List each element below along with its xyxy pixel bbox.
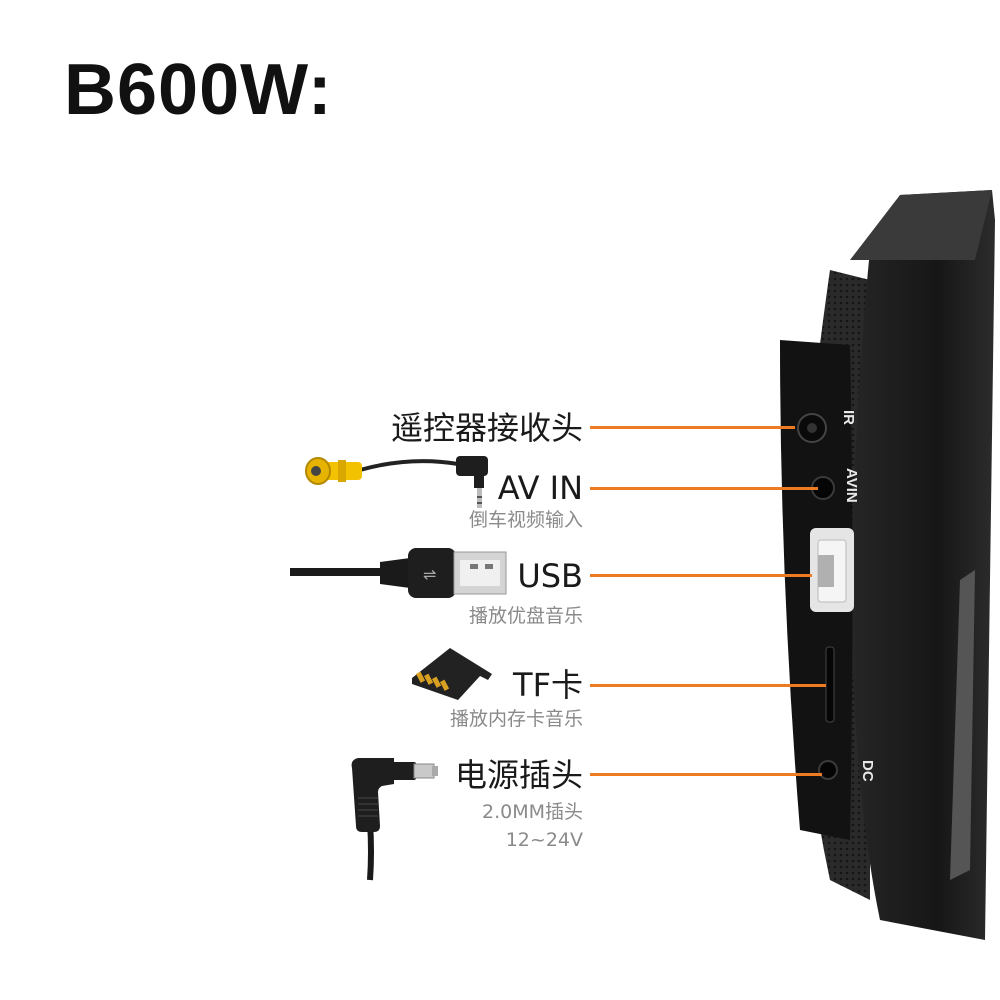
callout-usb-sub: 播放优盘音乐	[468, 605, 583, 627]
usb-cable-icon: ⇌	[290, 548, 507, 598]
callout-tf-label: TF卡	[513, 666, 583, 704]
callout-dc-line	[590, 773, 822, 776]
callout-ir-line	[590, 426, 795, 429]
callout-tf-line	[590, 684, 826, 687]
callout-usb-line	[590, 574, 812, 577]
callout-dc-sub: 2.0MM插头	[481, 801, 583, 823]
rca-av-cable-icon	[305, 456, 488, 508]
headrest-monitor-side-view	[780, 190, 995, 940]
dc-label: DC	[859, 760, 876, 782]
callout-avin-label: AV IN	[497, 469, 583, 507]
dc-jack	[818, 760, 838, 780]
callout-dc-label: 电源插头	[454, 756, 583, 794]
callout-usb-label: USB	[517, 557, 583, 595]
svg-text:⇌: ⇌	[423, 565, 436, 584]
tf-card-slot	[825, 646, 835, 723]
callout-avin-sub: 倒车视频输入	[468, 509, 583, 531]
callout-tf-sub: 播放内存卡音乐	[449, 708, 583, 730]
ir-label: IR	[840, 410, 857, 425]
callout-ir-label: 遥控器接收头	[390, 409, 583, 447]
avin-label: AVIN	[843, 468, 860, 503]
page-title: B600W:	[64, 50, 333, 130]
callout-avin-line	[590, 487, 818, 490]
dc-plug-icon	[351, 758, 438, 881]
tf-card-icon	[412, 648, 492, 700]
callout-dc-sub2: 12~24V	[505, 829, 583, 851]
